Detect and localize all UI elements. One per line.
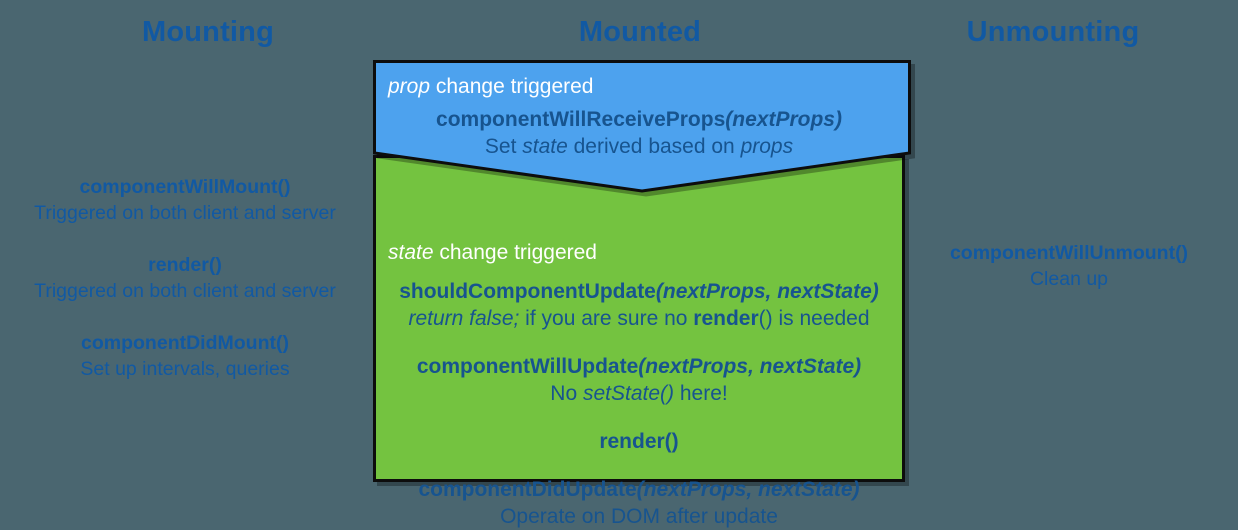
lifecycle-step-name: render() (599, 430, 679, 453)
lifecycle-step-name: componentWillReceiveProps (436, 108, 726, 131)
lifecycle-step-signature: shouldComponentUpdate(nextProps, nextSta… (376, 278, 902, 305)
lifecycle-step: render() (376, 428, 902, 455)
props-trigger-rest: change triggered (430, 75, 594, 98)
note-emphasis-1: state (522, 135, 568, 158)
lifecycle-step-note: Operate on DOM after update (376, 503, 902, 530)
lifecycle-description: Set up intervals, queries (80, 358, 290, 380)
lifecycle-entry: componentWillUnmount() Clean up (900, 240, 1238, 292)
lifecycle-entry: componentDidMount() Set up intervals, qu… (0, 330, 370, 382)
lifecycle-description: Clean up (1029, 268, 1109, 290)
note-mid: derived based on (567, 135, 741, 158)
lifecycle-step-signature: render() (376, 428, 902, 455)
column-heading-unmounting: Unmounting (966, 16, 1140, 48)
lifecycle-step-note: No setState() here! (376, 380, 902, 407)
lifecycle-api-name: componentWillMount() (79, 176, 291, 198)
note-pre: Operate on DOM after update (500, 505, 778, 528)
state-trigger-rest: change triggered (433, 241, 597, 264)
lifecycle-step-name: componentWillUpdate (416, 355, 639, 378)
state-change-panel (373, 155, 905, 482)
lifecycle-step-note: Set state derived based on props (376, 133, 902, 160)
note-bold: render (693, 307, 759, 330)
lifecycle-step-signature: componentWillUpdate(nextProps, nextState… (376, 353, 902, 380)
state-trigger-label: state change triggered (376, 155, 902, 266)
lifecycle-step-args: (nextProps, nextState) (636, 478, 860, 501)
lifecycle-description: Triggered on both client and server (34, 280, 336, 302)
note-pre: No (550, 382, 583, 405)
lifecycle-step-args: (nextProps, nextState) (655, 280, 879, 303)
lifecycle-step-name: componentDidUpdate (418, 478, 637, 501)
note-emphasis-1: setState() (582, 382, 675, 405)
note-emphasis-2: props (740, 135, 794, 158)
props-panel-content: prop change triggered componentWillRecei… (376, 63, 902, 160)
mounting-column: componentWillMount() Triggered on both c… (0, 174, 370, 382)
props-change-panel (373, 60, 911, 193)
lifecycle-entry: componentWillMount() Triggered on both c… (0, 174, 370, 226)
lifecycle-step-args: (nextProps) (725, 108, 842, 131)
unmounting-column: componentWillUnmount() Clean up (900, 240, 1238, 292)
note-emphasis-1: return false; (408, 307, 520, 330)
lifecycle-step-note: return false; if you are sure no render(… (376, 305, 902, 332)
lifecycle-api-name: componentDidMount() (81, 332, 289, 354)
diagram-canvas: Mounting Mounted Unmounting componentWil… (0, 16, 1238, 528)
props-trigger-label: prop change triggered (376, 63, 902, 100)
state-trigger-emphasis: state (388, 241, 434, 264)
note-post: () is needed (758, 307, 870, 330)
state-panel-content: state change triggered shouldComponentUp… (376, 155, 902, 530)
lifecycle-step-name: shouldComponentUpdate (399, 280, 656, 303)
lifecycle-description: Triggered on both client and server (34, 202, 336, 224)
column-heading-mounting: Mounting (141, 16, 275, 48)
lifecycle-entry: render() Triggered on both client and se… (0, 252, 370, 304)
lifecycle-api-name: render() (148, 254, 222, 276)
lifecycle-step: componentDidUpdate(nextProps, nextState)… (376, 476, 902, 530)
mounted-panel-stack: prop change triggered componentWillRecei… (373, 60, 911, 528)
state-panel-steps: shouldComponentUpdate(nextProps, nextSta… (376, 278, 902, 530)
props-panel-chevron-shape (373, 60, 911, 193)
lifecycle-step: componentWillUpdate(nextProps, nextState… (376, 353, 902, 407)
lifecycle-step-signature: componentDidUpdate(nextProps, nextState) (376, 476, 902, 503)
props-trigger-emphasis: prop (388, 75, 431, 98)
lifecycle-step: componentWillReceiveProps(nextProps) Set… (376, 106, 902, 160)
note-mid: if you are sure no (519, 307, 694, 330)
note-mid: here! (674, 382, 728, 405)
props-panel-steps: componentWillReceiveProps(nextProps) Set… (376, 106, 902, 160)
lifecycle-step-args: (nextProps, nextState) (638, 355, 862, 378)
note-pre: Set (484, 135, 523, 158)
column-heading-mounted: Mounted (578, 16, 702, 48)
lifecycle-api-name: componentWillUnmount() (949, 242, 1189, 264)
lifecycle-step: shouldComponentUpdate(nextProps, nextSta… (376, 278, 902, 332)
lifecycle-step-signature: componentWillReceiveProps(nextProps) (376, 106, 902, 133)
